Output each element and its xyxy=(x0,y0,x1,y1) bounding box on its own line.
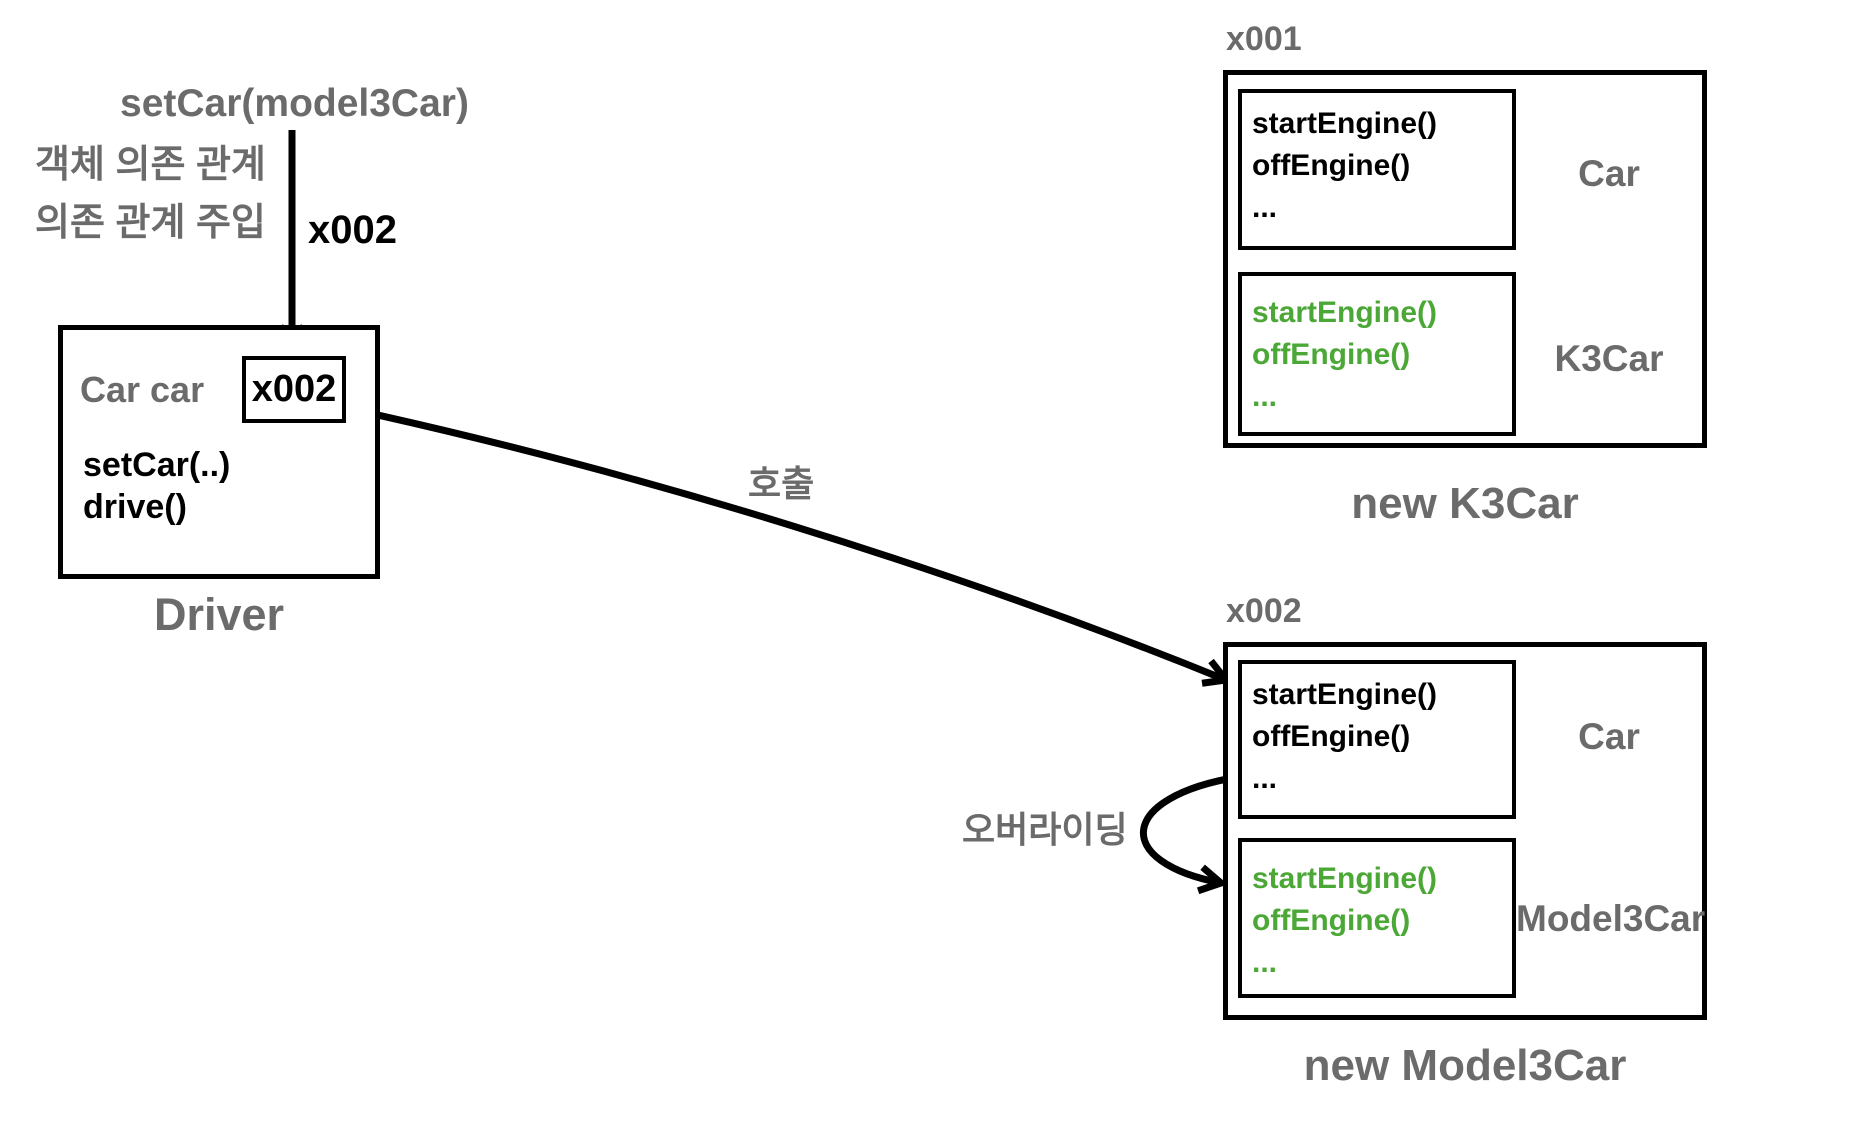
model3car-base-method-1: startEngine() xyxy=(1252,678,1438,711)
model3car-override-section: startEngine() offEngine() ... xyxy=(1238,838,1516,998)
k3car-caption: new K3Car xyxy=(1351,479,1579,528)
overriding-label: 오버라이딩 xyxy=(962,809,1128,850)
k3car-override-section: startEngine() offEngine() ... xyxy=(1238,272,1516,436)
model3car-base-method-3: ... xyxy=(1252,762,1278,795)
annotation-note-line-2: 의존 관계 주입 xyxy=(35,202,266,244)
k3car-override-type-label: K3Car xyxy=(1554,338,1664,379)
driver-field-label: Car car xyxy=(80,369,205,410)
injection-ref-label: x002 xyxy=(308,208,397,252)
annotation-note-line-1: 객체 의존 관계 xyxy=(35,144,266,186)
model3car-override-method-3: ... xyxy=(1252,946,1278,979)
k3car-base-method-1: startEngine() xyxy=(1252,107,1438,140)
model3car-base-section: startEngine() offEngine() ... xyxy=(1238,660,1516,819)
model3car-caption: new Model3Car xyxy=(1303,1041,1627,1090)
k3car-address-label: x001 xyxy=(1226,20,1302,58)
annotation-method-call: setCar(model3Car) xyxy=(120,82,469,125)
k3car-override-method-1: startEngine() xyxy=(1252,296,1438,329)
model3car-override-method-2: offEngine() xyxy=(1252,904,1411,937)
call-arrow xyxy=(345,404,1233,687)
driver-ref-box: x002 xyxy=(242,356,346,423)
driver-method-drive: drive() xyxy=(83,488,187,526)
driver-ref-value: x002 xyxy=(251,368,337,410)
k3car-override-method-3: ... xyxy=(1252,380,1278,413)
k3car-override-method-2: offEngine() xyxy=(1252,338,1411,371)
model3car-address-label: x002 xyxy=(1226,592,1302,630)
model3car-override-type-label: Model3Car xyxy=(1516,898,1706,939)
k3car-base-method-3: ... xyxy=(1252,191,1278,224)
driver-caption: Driver xyxy=(153,589,285,640)
driver-method-setcar: setCar(..) xyxy=(83,446,231,484)
k3car-base-section: startEngine() offEngine() ... xyxy=(1238,89,1516,250)
model3car-base-method-2: offEngine() xyxy=(1252,720,1411,753)
model3car-override-method-1: startEngine() xyxy=(1252,862,1438,895)
call-arrow-label: 호출 xyxy=(748,463,815,504)
k3car-base-type-label: Car xyxy=(1578,153,1640,194)
model3car-base-type-label: Car xyxy=(1578,716,1640,757)
k3car-base-method-2: offEngine() xyxy=(1252,149,1411,182)
